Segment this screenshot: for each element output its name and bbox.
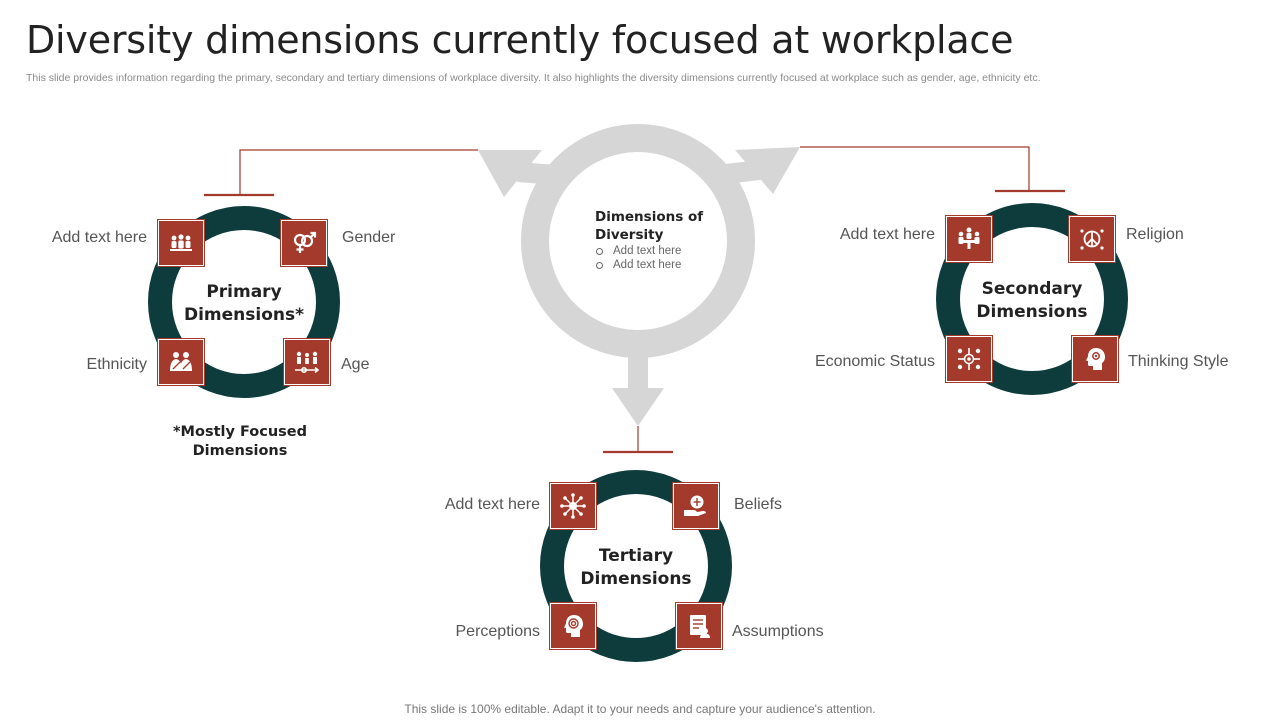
tertiary-title: Tertiary Dimensions	[580, 546, 692, 589]
center-bullet: Add text here	[595, 244, 735, 258]
primary-item-label: Gender	[342, 229, 396, 246]
secondary-item-label: Add text here	[839, 226, 935, 243]
beliefs-icon	[673, 483, 719, 529]
thinking-icon	[1072, 336, 1118, 382]
diversity-symbol	[478, 124, 800, 426]
primary-item-label: Age	[341, 356, 370, 373]
primary-title: Primary Dimensions*	[183, 282, 305, 325]
tertiary-item-label: Beliefs	[734, 496, 783, 513]
slide-title: Diversity dimensions currently focused a…	[26, 18, 1014, 62]
economic-icon	[946, 336, 992, 382]
center-bullet: Add text here	[595, 258, 735, 272]
connector-lines	[204, 146, 1065, 454]
primary-note: *Mostly Focused Dimensions	[172, 424, 308, 459]
group-icon	[158, 220, 204, 266]
tertiary-item-label: Assumptions	[732, 623, 824, 640]
gender-icon	[281, 220, 327, 266]
slide-footer: This slide is 100% editable. Adapt it to…	[404, 702, 876, 716]
secondary-item-label: Religion	[1126, 226, 1184, 243]
assumptions-icon	[676, 603, 722, 649]
slide-subtitle: This slide provides information regardin…	[26, 72, 1041, 84]
network-icon	[550, 483, 596, 529]
center-heading: Dimensions of Diversity	[595, 209, 704, 243]
primary-item-label: Add text here	[51, 229, 147, 246]
secondary-title: Secondary Dimensions	[976, 279, 1088, 322]
center-block: Dimensions of Diversity Add text here Ad…	[595, 208, 735, 272]
tertiary-item-label: Perceptions	[455, 623, 541, 640]
secondary-item-label: Economic Status	[814, 353, 935, 370]
primary-item-label: Ethnicity	[86, 356, 147, 373]
ethnicity-icon	[158, 339, 204, 385]
secondary-item-label: Thinking Style	[1128, 353, 1229, 370]
tertiary-item-label: Add text here	[444, 496, 540, 513]
age-icon	[284, 339, 330, 385]
perception-icon	[550, 603, 596, 649]
center-bullets: Add text here Add text here	[595, 244, 735, 272]
religion-icon	[1069, 216, 1115, 262]
meeting-icon	[946, 216, 992, 262]
